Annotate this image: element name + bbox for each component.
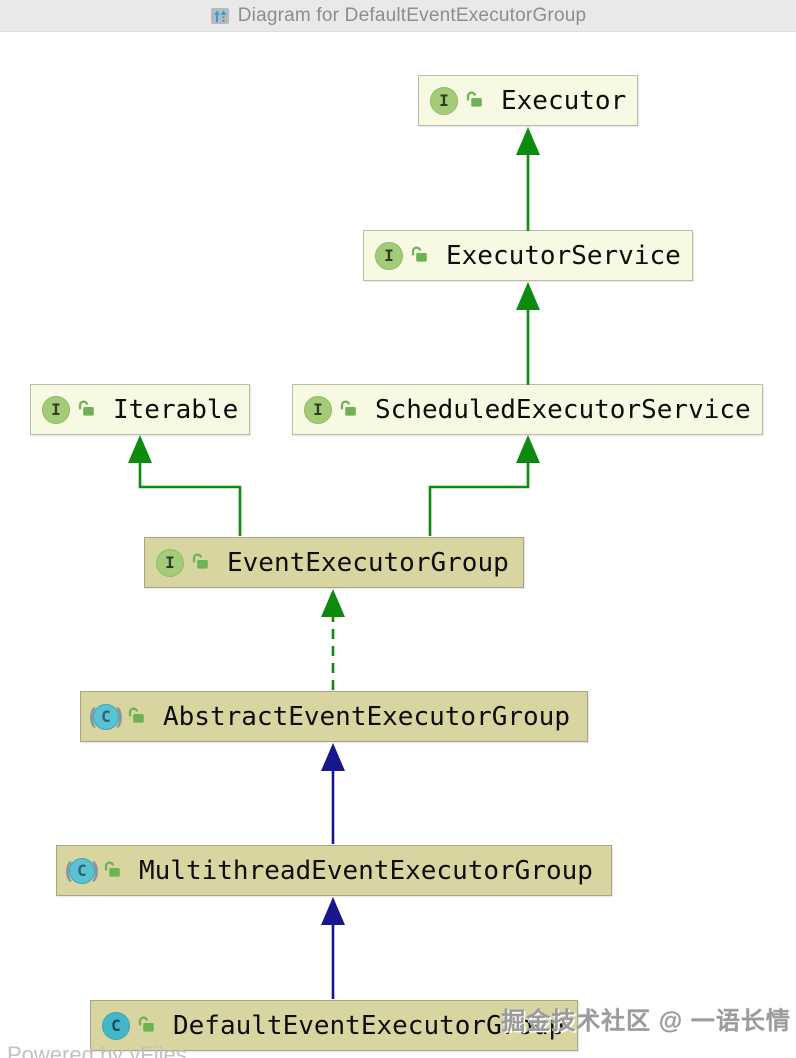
edge-scheduledexecutorservice-extends-executorservice — [516, 282, 540, 385]
abstract-class-icon: C — [92, 703, 120, 730]
open-lock-icon — [191, 551, 210, 575]
open-lock-icon — [127, 705, 146, 729]
interface-icon: I — [375, 241, 403, 270]
node-iterable[interactable]: I Iterable — [30, 384, 250, 435]
open-lock-icon — [465, 89, 484, 113]
title-bar: Diagram for DefaultEventExecutorGroup — [0, 0, 796, 32]
hierarchy-arrows-icon — [210, 6, 230, 26]
interface-icon: I — [42, 395, 70, 424]
edge-eventexecutorgroup-extends-scheduledexecutorservice — [428, 435, 540, 536]
edge-eventexecutorgroup-extends-iterable — [128, 435, 242, 536]
class-icon: C — [102, 1011, 130, 1040]
node-executor[interactable]: I Executor — [418, 75, 638, 126]
node-multithread-event-executor-group[interactable]: C MultithreadEventExecutorGroup — [56, 845, 612, 896]
edge-multithreadeventexecutorgroup-extends-abstracteventexecutorgroup — [321, 743, 345, 844]
interface-icon: I — [304, 395, 332, 424]
open-lock-icon — [137, 1014, 156, 1038]
node-event-executor-group[interactable]: I EventExecutorGroup — [144, 537, 524, 588]
edge-defaulteventexecutorgroup-extends-multithreadeventexecutorgroup — [321, 897, 345, 999]
edge-executorservice-extends-executor — [516, 127, 540, 231]
powered-by-label: Powered by yFiles — [7, 1042, 187, 1058]
interface-icon: I — [156, 548, 184, 577]
edge-abstracteventexecutorgroup-implements-eventexecutorgroup — [321, 589, 345, 690]
abstract-class-icon: C — [68, 857, 96, 884]
node-label: Executor — [501, 85, 627, 116]
node-scheduled-executor-service[interactable]: I ScheduledExecutorService — [292, 384, 763, 435]
interface-icon: I — [430, 86, 458, 115]
node-label: ScheduledExecutorService — [375, 394, 751, 425]
open-lock-icon — [77, 398, 96, 422]
page-title: Diagram for DefaultEventExecutorGroup — [237, 4, 587, 26]
node-label: Iterable — [113, 394, 239, 425]
node-executor-service[interactable]: I ExecutorService — [363, 230, 693, 281]
node-abstract-event-executor-group[interactable]: C AbstractEventExecutorGroup — [80, 691, 588, 742]
node-label: DefaultEventExecutorGroup — [173, 1010, 565, 1041]
node-label: AbstractEventExecutorGroup — [163, 701, 570, 732]
node-label: ExecutorService — [446, 240, 681, 271]
open-lock-icon — [103, 859, 122, 883]
node-label: MultithreadEventExecutorGroup — [139, 855, 593, 886]
open-lock-icon — [339, 398, 358, 422]
node-default-event-executor-group[interactable]: C DefaultEventExecutorGroup — [90, 1000, 578, 1051]
watermark-text: 掘金技术社区 @ 一语长情 — [501, 1008, 791, 1035]
node-label: EventExecutorGroup — [227, 547, 509, 578]
open-lock-icon — [410, 244, 429, 268]
